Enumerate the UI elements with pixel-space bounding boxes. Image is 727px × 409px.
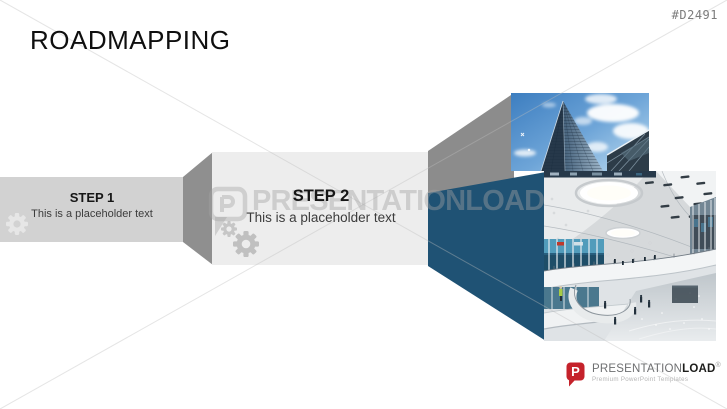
beam-blue-face-shape [428,172,546,341]
beam-top-face-shape [428,93,514,193]
step-2-description: This is a placeholder text [246,210,396,225]
presentationload-logo: P PRESENTATIONLOAD® Premium PowerPoint T… [566,362,721,387]
mall-red-sign [557,242,564,246]
step-fold-shape [183,152,213,265]
green-shirt-person [559,286,563,301]
svg-text:P: P [571,364,580,379]
brand-tagline: Premium PowerPoint Templates [592,376,689,384]
gear-small-icon [221,221,237,237]
template-id-badge: #D2491 [671,8,718,22]
step-1-label: STEP 1 [69,190,115,205]
brand-name-regular: PRESENTATION [592,362,683,375]
brand-text: PRESENTATIONLOAD® Premium PowerPoint Tem… [592,362,721,384]
gear-icon [6,213,28,235]
gear-large-icon [233,231,259,257]
brand-name-bold: LOAD [682,362,716,375]
watermark-brand-text: PRESENTATIONLOAD [252,185,545,217]
mall-interior-photo [544,171,716,341]
brand-p-bubble-icon: P [566,362,585,387]
page-title: ROADMAPPING [30,25,231,55]
step-2-label: STEP 2 [292,187,350,205]
step-1-description: This is a placeholder text [31,208,153,220]
step-1-shape [0,177,184,242]
skyscraper-sky-photo [511,93,649,171]
registered-mark: ® [715,362,721,369]
brand-name: PRESENTATIONLOAD® [592,362,721,375]
